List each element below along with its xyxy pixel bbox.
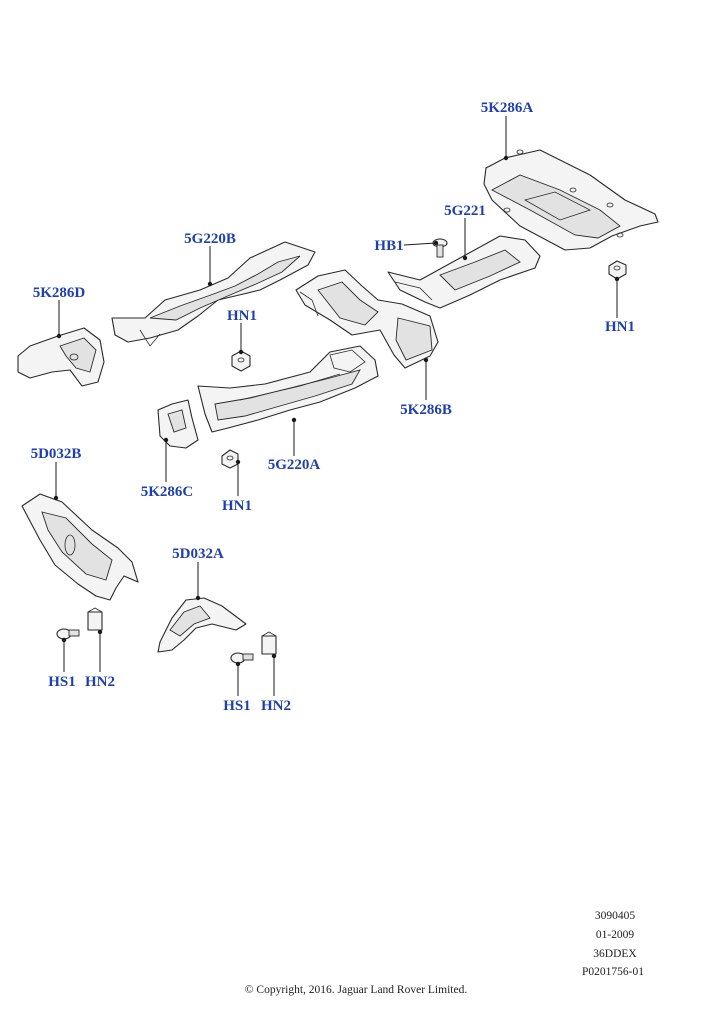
label-5K286D: 5K286D <box>33 285 86 301</box>
label-HN2-right: HN2 <box>261 698 291 714</box>
callout-labels: 5K286A 5G221 HB1 HN1 5K286B 5G220B HN1 5… <box>31 100 635 714</box>
heat-shield-5D032B-drawing <box>21 493 139 601</box>
nut-HN1-right-drawing <box>608 260 627 280</box>
label-HN1-right: HN1 <box>605 319 635 335</box>
copyright: © Copyright, 2016. Jaguar Land Rover Lim… <box>245 984 468 996</box>
heat-shield-5K286B-drawing <box>295 269 439 369</box>
label-HB1: HB1 <box>374 238 403 254</box>
label-5G221: 5G221 <box>444 203 486 219</box>
heat-shield-5G220B-drawing <box>111 241 316 347</box>
label-5K286B: 5K286B <box>400 402 452 418</box>
label-HN1-center: HN1 <box>227 308 257 324</box>
label-HS1-right: HS1 <box>223 698 251 714</box>
ref-illustration: P0201756-01 <box>582 966 644 978</box>
reference-block: 3090405 01-2009 36DDEX P0201756-01 © Cop… <box>245 910 644 996</box>
fasteners-left-drawing <box>56 607 103 640</box>
label-5D032A: 5D032A <box>172 546 224 562</box>
heat-shield-5D032A-drawing <box>157 597 247 653</box>
label-HS1-left: HS1 <box>48 674 76 690</box>
label-5G220B: 5G220B <box>184 231 236 247</box>
label-5D032B: 5D032B <box>31 446 82 462</box>
ref-code: 3090405 <box>595 910 636 922</box>
label-HN1-lower: HN1 <box>222 498 252 514</box>
heat-shield-5G220A-drawing <box>197 345 379 433</box>
heat-shield-5K286C-drawing <box>157 399 199 449</box>
label-5K286C: 5K286C <box>141 484 194 500</box>
ref-model: 36DDEX <box>593 948 637 960</box>
label-5G220A: 5G220A <box>268 457 321 473</box>
heat-shield-5K286A-drawing <box>483 149 659 251</box>
leader-lines <box>53 116 620 696</box>
label-5K286A: 5K286A <box>481 100 534 116</box>
fasteners-right-drawing <box>230 631 277 664</box>
heat-shield-5G221-drawing <box>387 235 541 309</box>
ref-date: 01-2009 <box>596 929 635 941</box>
label-HN2-left: HN2 <box>85 674 115 690</box>
nut-HN1-center-drawing <box>231 350 251 372</box>
nut-HN1-lower-drawing <box>221 449 239 469</box>
